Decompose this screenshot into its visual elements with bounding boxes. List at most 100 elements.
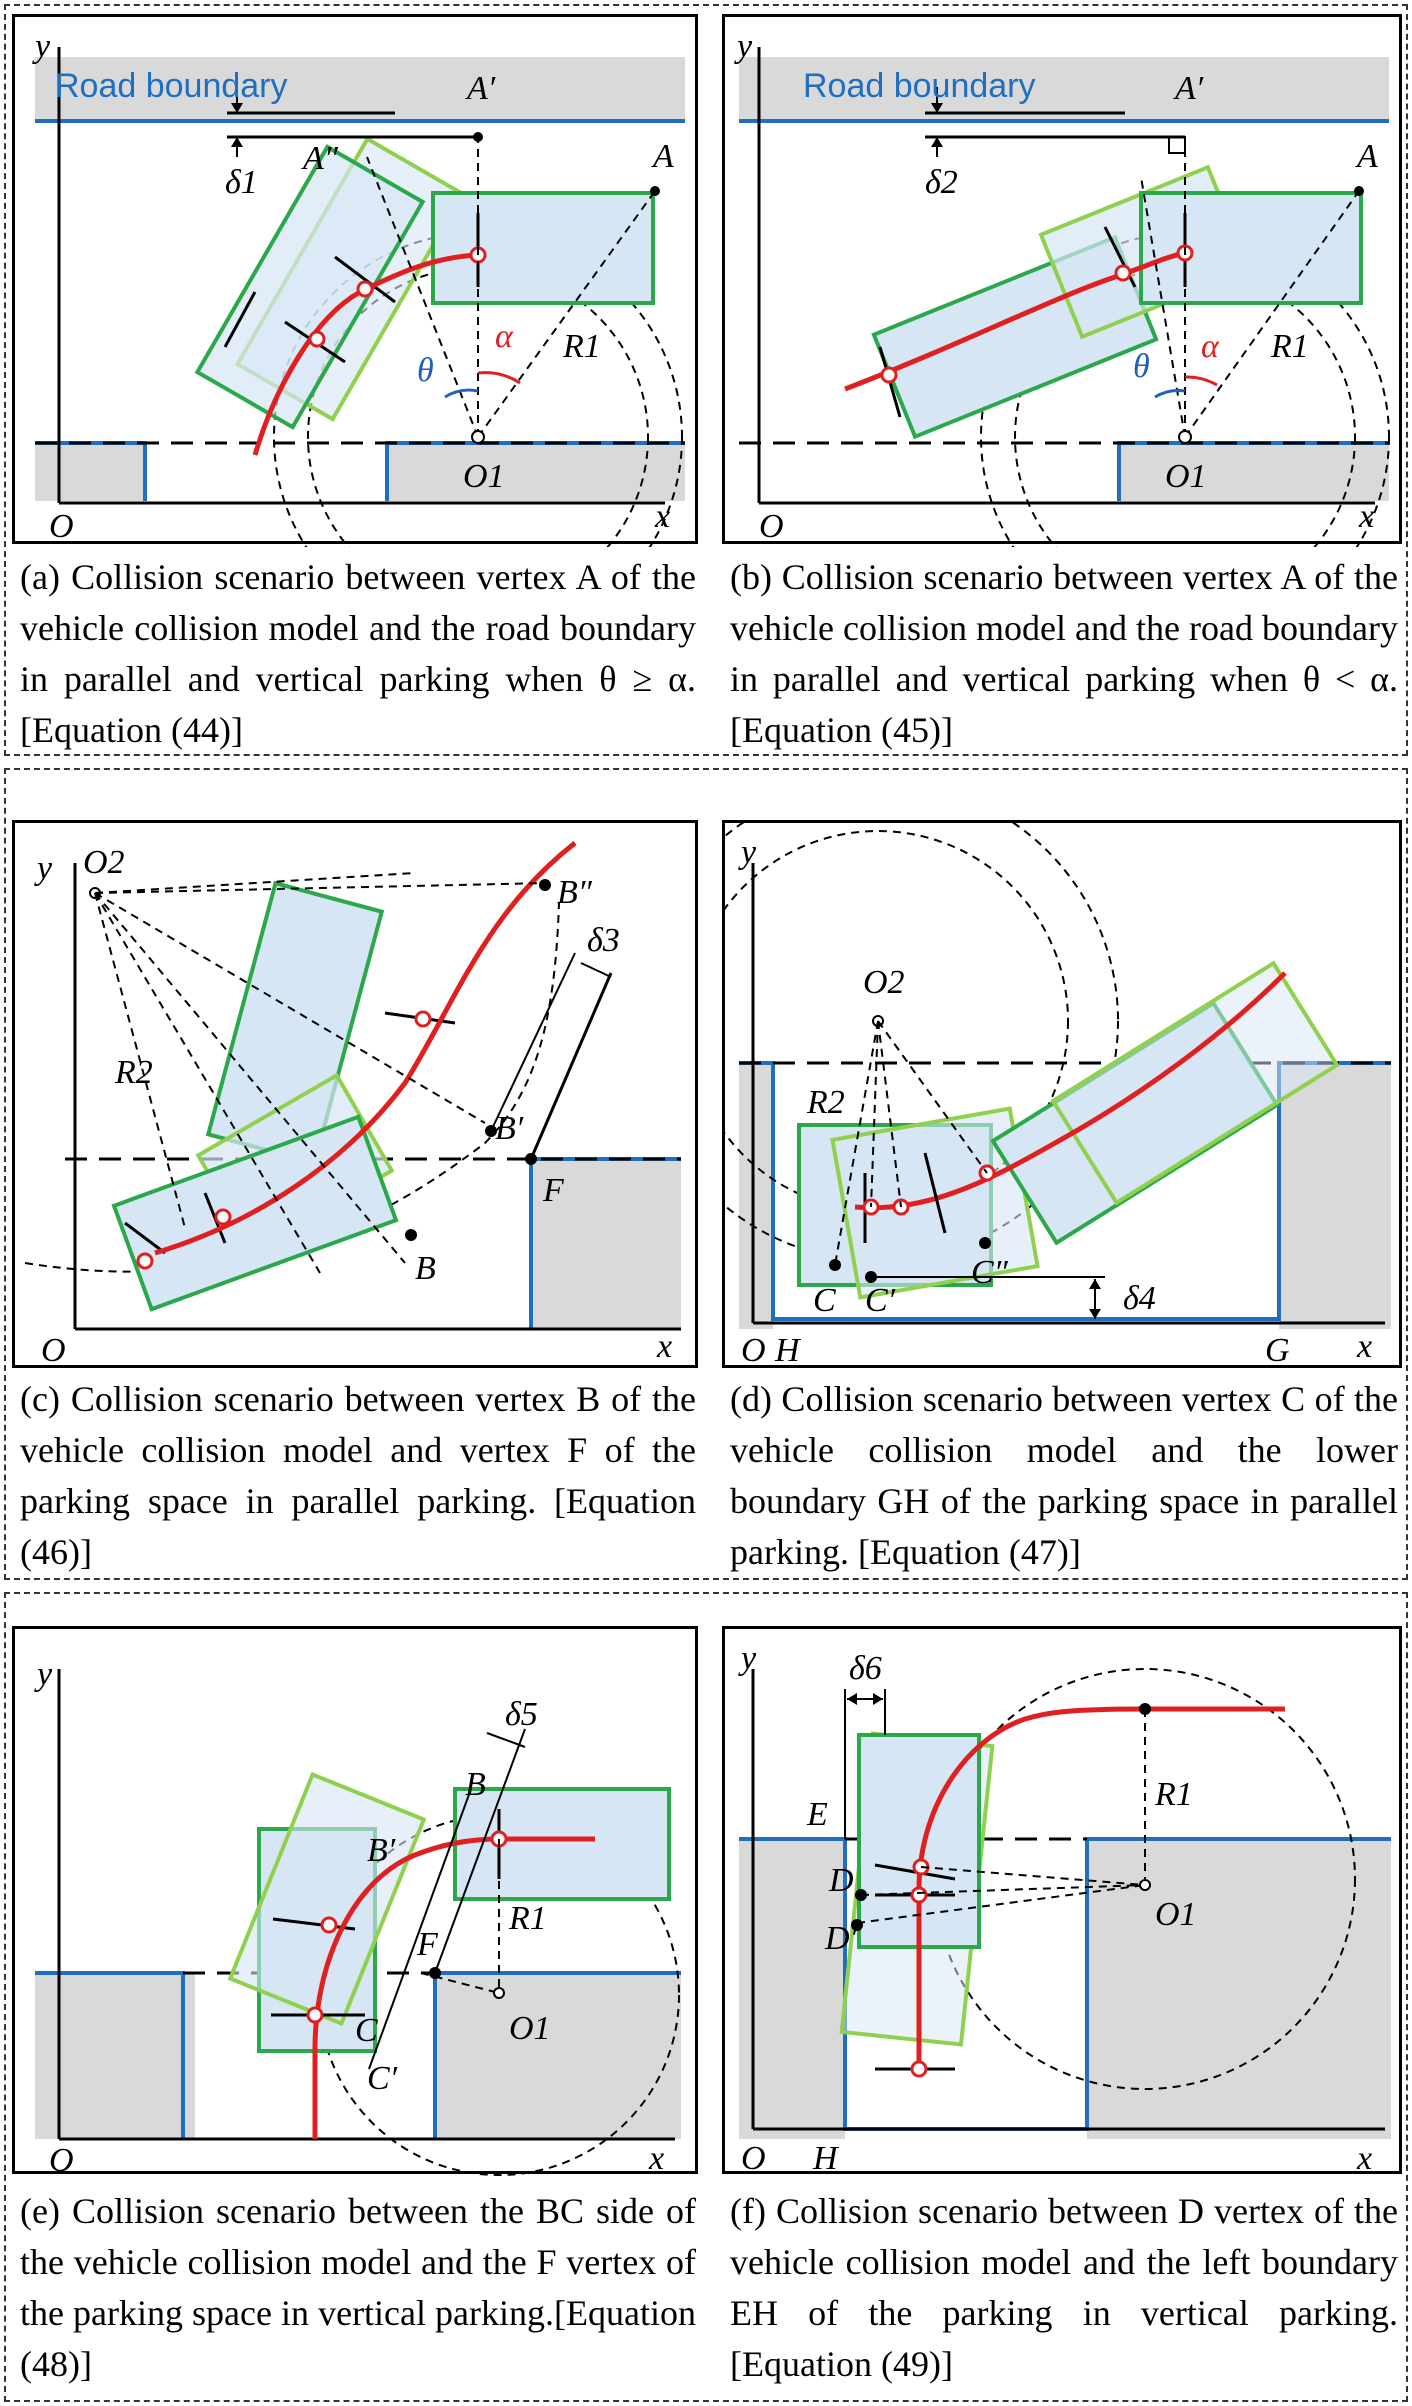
vertex-c-label: C	[355, 2012, 378, 2049]
figure-group-2	[4, 768, 1408, 1580]
delta-label: δ4	[1123, 1280, 1156, 1317]
caption-c-text: (c) Collision scenario between vertex B …	[20, 1379, 696, 1572]
vertex-b-label: B	[465, 1766, 486, 1803]
center-label: O1	[509, 2010, 551, 2047]
vertex-a-label: A	[651, 138, 674, 175]
x-label: x	[656, 1328, 672, 1365]
theta-label: θ	[1133, 348, 1150, 385]
figure-group-3	[4, 1592, 1408, 2402]
x-label: x	[1356, 2140, 1372, 2177]
road-boundary-label: Road boundary	[55, 67, 288, 105]
y-label: y	[34, 850, 53, 887]
figure-group-1	[4, 4, 1408, 756]
caption-c: (c) Collision scenario between vertex B …	[20, 1374, 696, 1578]
center-label: O1	[1165, 458, 1207, 495]
vertex-f-label: F	[542, 1172, 565, 1209]
obstacle-right	[387, 443, 685, 501]
trajectory-path	[154, 841, 577, 1256]
radius-label: R2	[114, 1054, 153, 1091]
caption-f: (f) Collision scenario between D vertex …	[730, 2186, 1398, 2390]
vertex-b-label: B	[415, 1250, 436, 1287]
road-boundary-label: Road boundary	[803, 67, 1036, 105]
origin-label: O	[49, 2142, 74, 2177]
caption-b: (b) Collision scenario between vertex A …	[730, 552, 1398, 756]
radius-label: R1	[1270, 328, 1309, 365]
origin-label: O	[759, 508, 784, 545]
caption-a-text: (a) Collision scenario between vertex A …	[20, 557, 696, 750]
vertex-c-prime-label: C′	[367, 2060, 398, 2097]
vertex-h-label: H	[812, 2140, 840, 2177]
obstacle-right	[1119, 443, 1389, 501]
y-label: y	[734, 28, 753, 65]
origin-label: O	[49, 508, 74, 545]
obstacle-left	[35, 1973, 195, 2139]
x-label: x	[1356, 1328, 1372, 1365]
trajectory-path	[844, 250, 1186, 392]
obstacle-right	[435, 1973, 681, 2139]
alpha-label: α	[1201, 328, 1220, 365]
caption-e: (e) Collision scenario between the BC si…	[20, 2186, 696, 2390]
y-label: y	[738, 834, 757, 871]
vertex-a-label: A	[1355, 138, 1378, 175]
caption-d: (d) Collision scenario between vertex C …	[730, 1374, 1398, 1578]
caption-b-text: (b) Collision scenario between vertex A …	[730, 557, 1398, 750]
delta-label: δ1	[225, 164, 258, 201]
trajectory-path	[854, 971, 1287, 1211]
center-label: O1	[1155, 1896, 1197, 1933]
origin-label: O	[741, 1332, 766, 1369]
panel-e: y x O B B′ C C′ F δ5 R1 O1	[12, 1626, 698, 2177]
caption-f-text: (f) Collision scenario between D vertex …	[730, 2191, 1398, 2384]
vertex-b-double-prime-label: B″	[557, 874, 593, 911]
vertex-g-label: G	[1265, 1332, 1290, 1369]
obstacle-left	[35, 443, 145, 501]
vertex-b-prime-label: B′	[367, 1832, 396, 1869]
panel-c: y x O O2 R2 B B′ B″ F δ3	[12, 820, 698, 1369]
x-label: x	[648, 2140, 664, 2177]
center-label: O1	[463, 458, 505, 495]
origin-label: O	[741, 2140, 766, 2177]
caption-e-text: (e) Collision scenario between the BC si…	[20, 2191, 696, 2384]
center-label: O2	[83, 844, 125, 881]
radius-label: R2	[806, 1084, 845, 1121]
vertex-d-prime-label: D′	[824, 1920, 858, 1957]
vertex-b-prime-label: B′	[495, 1110, 524, 1147]
vertex-e-label: E	[806, 1796, 828, 1833]
x-label: x	[654, 498, 670, 535]
vertex-h-label: H	[774, 1332, 802, 1369]
vertex-a-double-prime-label: A″	[301, 140, 339, 177]
vertex-f-label: F	[416, 1926, 439, 1963]
vertex-c-double-prime-label: C″	[971, 1254, 1009, 1291]
delta-label: δ3	[587, 922, 620, 959]
panel-d: y x O H G O2 R2 C C′ C″ δ4	[722, 820, 1402, 1369]
delta-label: δ6	[849, 1650, 882, 1687]
trajectory-path	[312, 1836, 595, 2139]
panel-b: Road boundary y x O A A′ δ2 θ α R1 O1	[722, 14, 1402, 547]
delta-label: δ2	[925, 164, 958, 201]
x-label: x	[1358, 498, 1374, 535]
delta-label: δ5	[505, 1696, 538, 1733]
trajectory-path	[252, 252, 479, 456]
panel-f: y x O H E D D′ δ6 R1 O1	[722, 1626, 1402, 2177]
vehicle-dark-2	[431, 191, 655, 305]
vertex-c-label: C	[813, 1282, 836, 1319]
vertex-d-label: D	[828, 1862, 854, 1899]
obstacle-left	[739, 1839, 845, 2139]
trajectory-path	[916, 1706, 1285, 2069]
alpha-label: α	[495, 318, 514, 355]
radius-label: R1	[1154, 1776, 1193, 1813]
caption-a: (a) Collision scenario between vertex A …	[20, 552, 696, 756]
theta-label: θ	[417, 352, 434, 389]
y-label: y	[738, 1640, 757, 1677]
caption-d-text: (d) Collision scenario between vertex C …	[730, 1379, 1398, 1572]
vertex-c-prime-label: C′	[865, 1282, 896, 1319]
vertex-a-prime-label: A′	[1173, 70, 1204, 107]
radius-label: R1	[562, 328, 601, 365]
panel-a: Road boundary y x O A A′ A″ δ1 θ α R1 O1	[12, 14, 698, 547]
road-band	[35, 57, 685, 121]
y-label: y	[32, 28, 51, 65]
obstacle-right	[1279, 1063, 1391, 1329]
obstacle-right	[531, 1159, 681, 1329]
radius-label: R1	[508, 1900, 547, 1937]
origin-label: O	[41, 1332, 66, 1369]
center-label: O2	[863, 964, 905, 1001]
